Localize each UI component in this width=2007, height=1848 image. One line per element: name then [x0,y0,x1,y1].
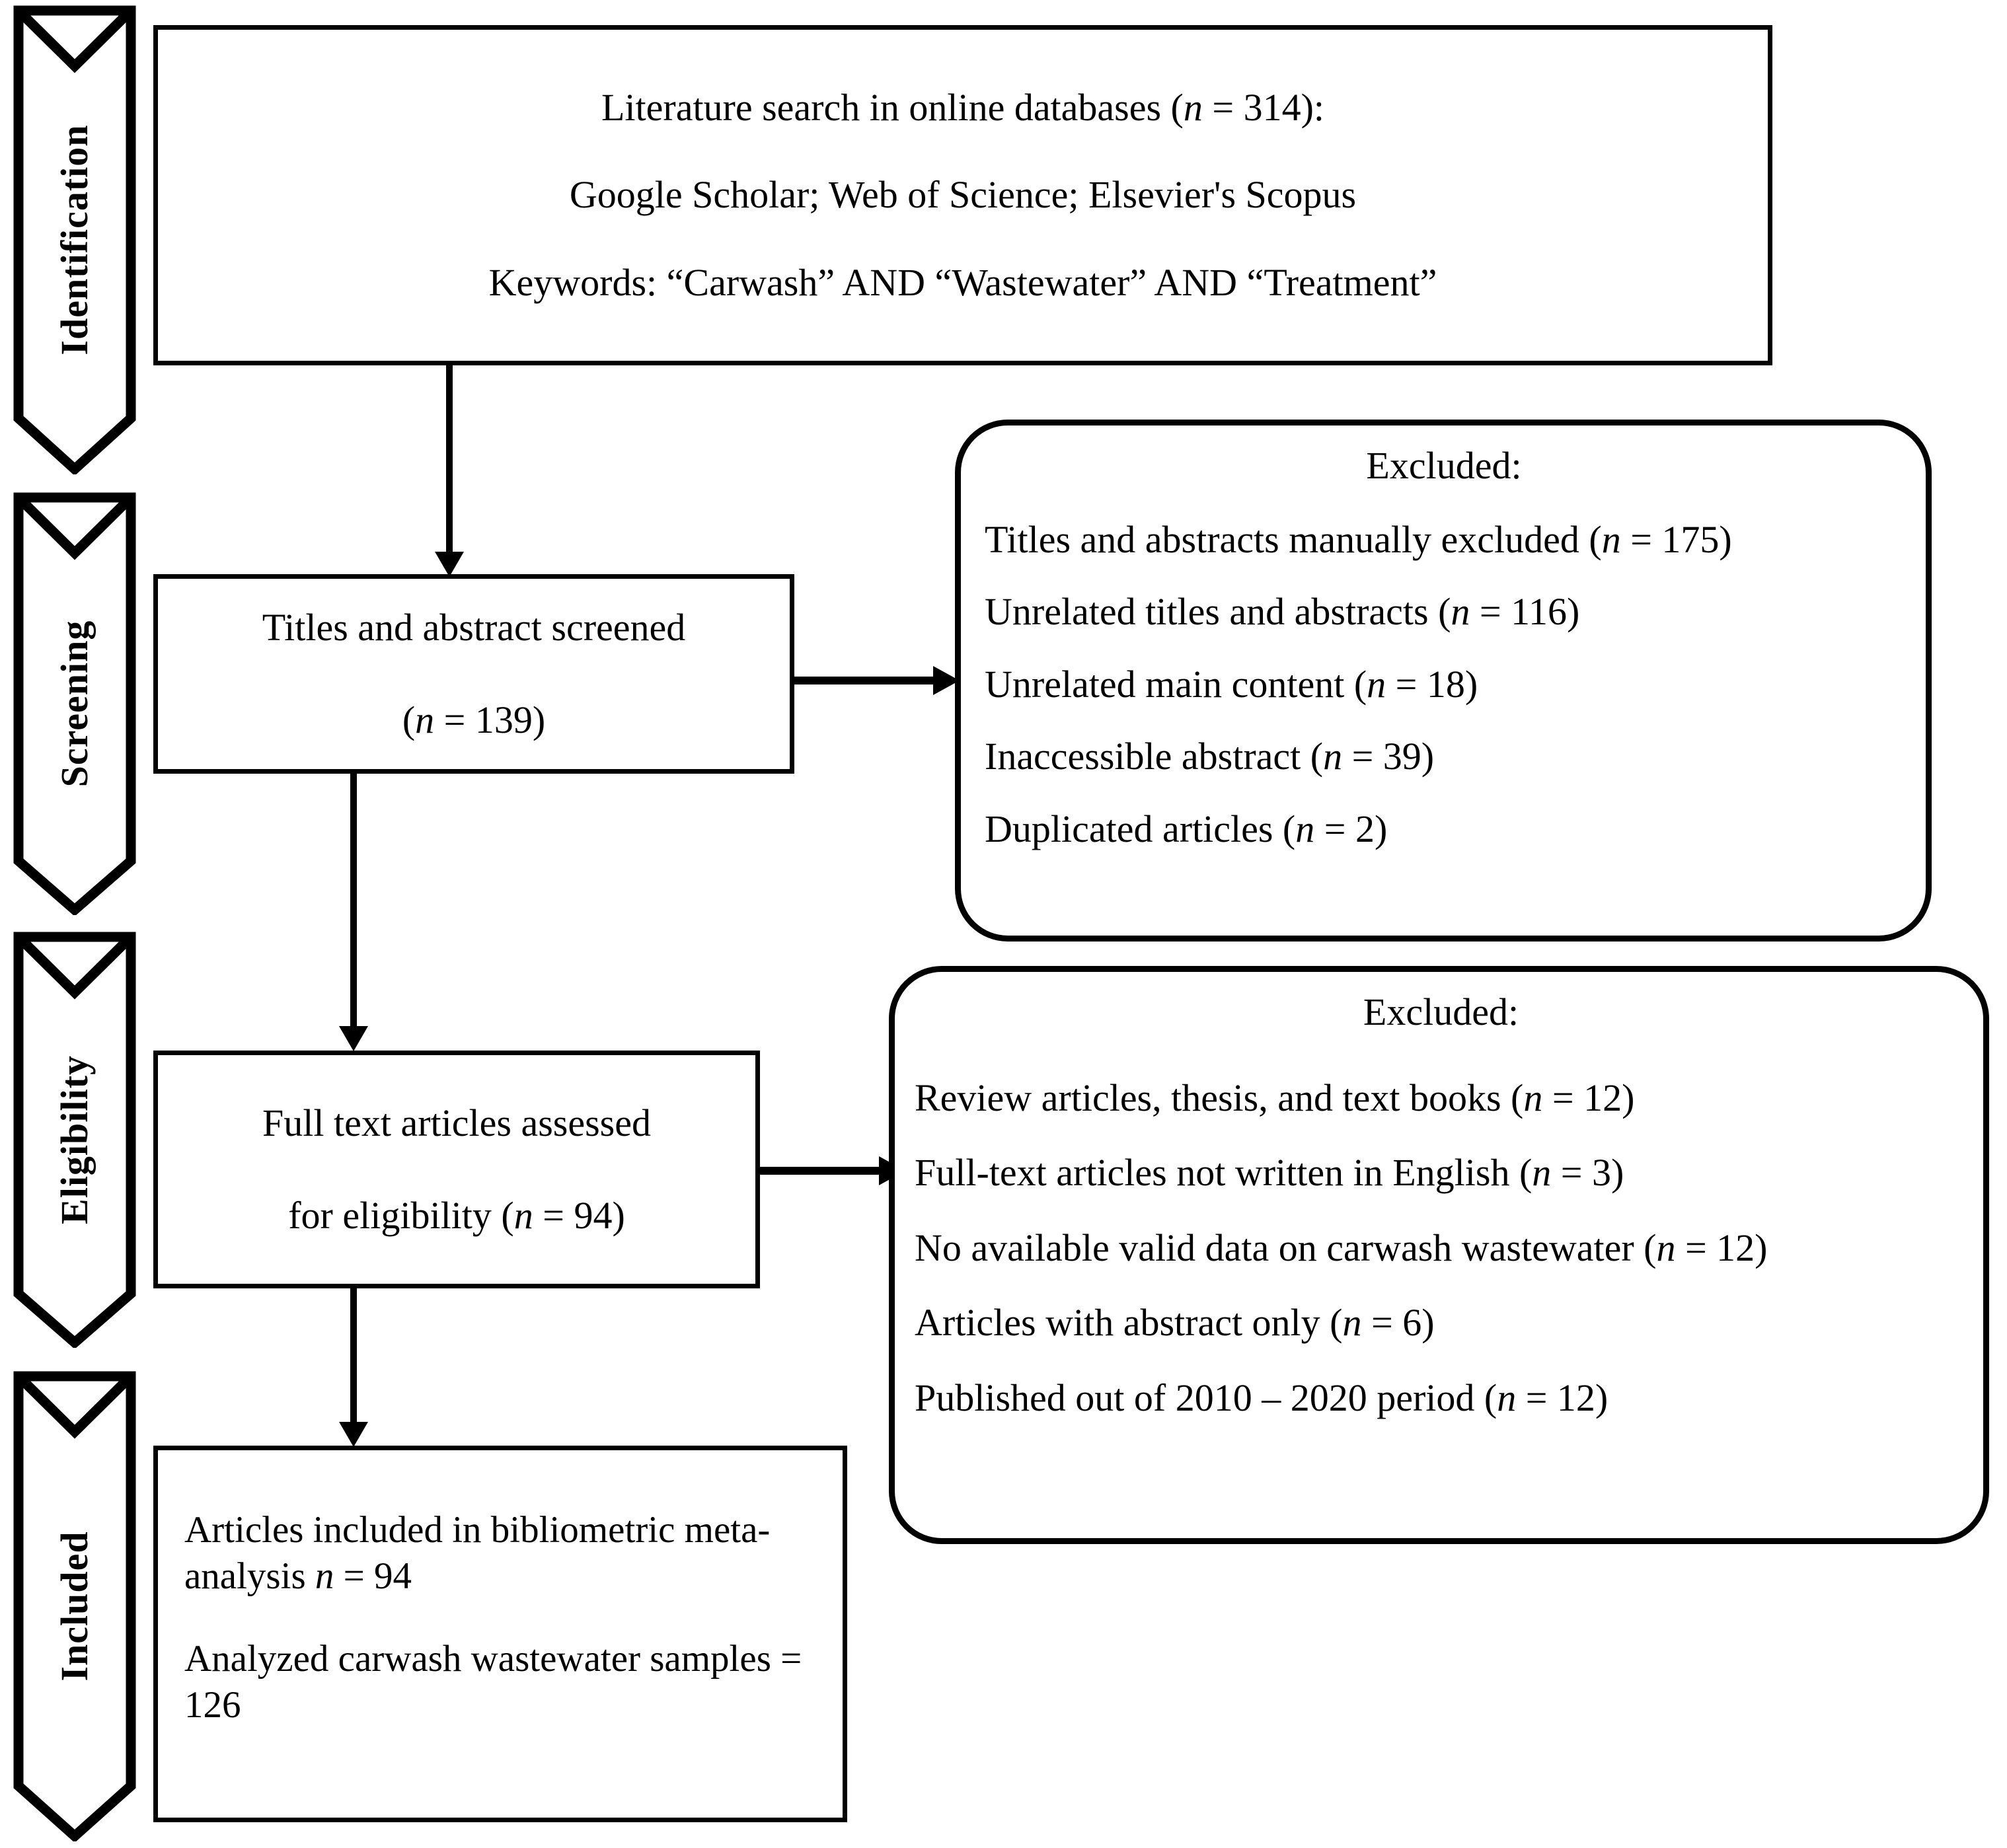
stage-chevron-screening: Screening [13,492,136,915]
screened-line-2: (n = 139) [158,696,790,745]
stage-label-identification: Identification [53,124,96,355]
included-para-1-n: n [315,1555,334,1597]
chevron-shape-identification [13,5,136,474]
screened-count-prefix: ( [402,698,416,741]
screened-count-suffix: = 139) [434,698,546,741]
identification-line-1: Literature search in online databases (n… [158,84,1768,132]
screened-count-n: n [415,698,435,741]
connector-screening-to-eligibility [334,774,373,1051]
eligibility-line-2: for eligibility (n = 94) [158,1192,755,1240]
excluded-1-item-2: Unrelated main content (n = 18) [985,662,1478,706]
connector-screening-to-excluded-1 [794,661,960,700]
excluded-2-item-0: Review articles, thesis, and text books … [915,1076,1635,1119]
excluded-2-item-1: Full-text articles not written in Englis… [915,1151,1624,1195]
included-box: Articles included in bibliometric meta-a… [153,1446,847,1822]
eligibility-count-n: n [513,1194,533,1237]
stage-label-eligibility: Eligibility [53,1055,96,1224]
eligibility-line-1: Full text articles assessed [262,1101,651,1144]
excluded-box-screening: Excluded: Titles and abstracts manually … [955,420,1932,942]
chevron-shape-eligibility [13,932,136,1348]
stage-label-screening: Screening [53,620,96,788]
identification-line-1-n: n [1183,85,1203,129]
excluded-2-item-4: Published out of 2010 – 2020 period (n =… [915,1376,1609,1419]
identification-line-1-prefix: Literature search in online databases ( [601,85,1184,129]
chevron-shape-screening [13,492,136,915]
connector-identification-to-screening [430,365,469,577]
included-paragraph-2: Analyzed carwash wastewater samples = 12… [184,1638,802,1726]
excluded-1-item-4: Duplicated articles (n = 2) [985,807,1388,850]
arrow-right-icon [760,1156,905,1185]
excluded-2-item-2: No available valid data on carwash waste… [915,1226,1768,1269]
included-para-1-suffix: = 94 [334,1555,412,1597]
chevron-shape-included [13,1371,136,1841]
full-text-assessed-box: Full text articles assessed for eligibil… [153,1051,760,1288]
included-para-1-prefix: Articles included in bibliometric meta-a… [184,1509,771,1597]
excluded-1-item-3: Inaccessible abstract (n = 39) [985,735,1435,778]
excluded-2-title: Excluded: [1363,990,1519,1033]
excluded-1-item-1: Unrelated titles and abstracts (n = 116) [985,590,1580,634]
arrow-down-icon [435,365,464,577]
identification-line-1-suffix: = 314): [1202,85,1324,129]
eligibility-count-prefix: for eligibility ( [288,1194,514,1237]
stage-chevron-included: Included [13,1371,136,1841]
connector-eligibility-to-included [334,1288,373,1447]
excluded-2-item-3: Articles with abstract only (n = 6) [915,1301,1435,1345]
arrow-right-icon [794,666,960,695]
connector-eligibility-to-excluded-2 [760,1151,905,1191]
arrow-down-icon [339,774,368,1051]
eligibility-count-suffix: = 94) [533,1194,625,1237]
included-paragraph-1: Articles included in bibliometric meta-a… [184,1507,843,1599]
identification-line-3: Keywords: “Carwash” AND “Wastewater” AND… [488,260,1437,304]
excluded-1-title: Excluded: [1366,444,1522,487]
stage-chevron-identification: Identification [13,5,136,474]
identification-box: Literature search in online databases (n… [153,25,1772,365]
stage-chevron-eligibility: Eligibility [13,932,136,1348]
titles-abstract-screened-box: Titles and abstract screened (n = 139) [153,574,794,774]
screened-line-1: Titles and abstract screened [262,605,686,649]
identification-line-2: Google Scholar; Web of Science; Elsevier… [569,173,1357,217]
excluded-box-eligibility: Excluded: Review articles, thesis, and t… [889,966,1989,1544]
excluded-1-item-0: Titles and abstracts manually excluded (… [985,517,1732,561]
stage-label-included: Included [53,1531,96,1682]
arrow-down-icon [339,1288,368,1447]
